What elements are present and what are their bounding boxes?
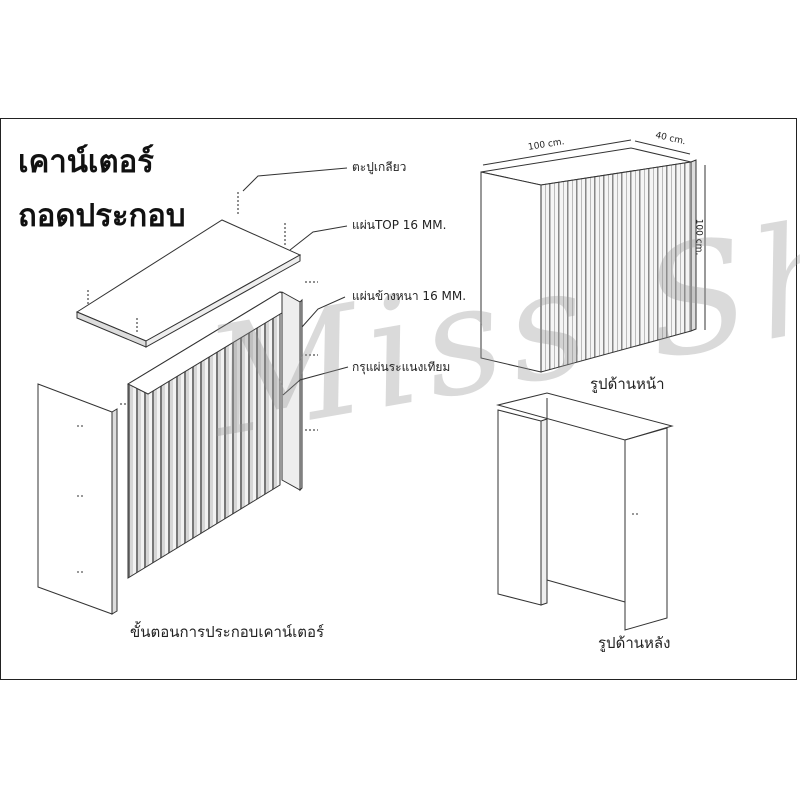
page-title-line1: เคาน์เตอร์ — [18, 144, 154, 180]
callout-top-panel: แผ่นTOP 16 MM. — [352, 218, 447, 232]
dim-height-label: 100 cm. — [693, 218, 704, 256]
exploded-assembly — [37, 167, 349, 615]
dim-depth-line — [634, 140, 691, 155]
dim-width-line — [482, 139, 632, 166]
right-side-panel-face — [299, 298, 303, 492]
back-view-drawing — [496, 392, 674, 631]
callout-screw: ตะปูเกลียว — [352, 160, 407, 174]
back-floor-line — [546, 579, 626, 603]
back-left-side — [497, 409, 542, 606]
left-side-panel-edge — [111, 408, 118, 615]
front-view-drawing — [480, 139, 706, 373]
front-right-edge — [690, 159, 697, 332]
diagram-frame — [0, 118, 797, 680]
screw-icons — [87, 192, 318, 431]
caption-front-view: รูปด้านหน้า — [590, 375, 665, 393]
back-left-inner — [540, 418, 548, 606]
callout-side-panel: แผ่นข้างหนา 16 MM. — [352, 289, 467, 303]
back-right-side — [624, 427, 668, 631]
caption-back-view: รูปด้านหลัง — [598, 634, 671, 652]
back-top — [496, 392, 674, 441]
caption-assembly-steps: ขั้นตอนการประกอบเคาน์เตอร์ — [130, 623, 325, 641]
top-panel-edge — [145, 254, 301, 348]
callout-leaders — [242, 167, 349, 396]
left-side-panel — [37, 383, 113, 615]
page-title-line2: ถอดประกอบ — [18, 198, 186, 234]
callout-slat-grid: กรุแผ่นระแนงเทียม — [352, 360, 451, 374]
